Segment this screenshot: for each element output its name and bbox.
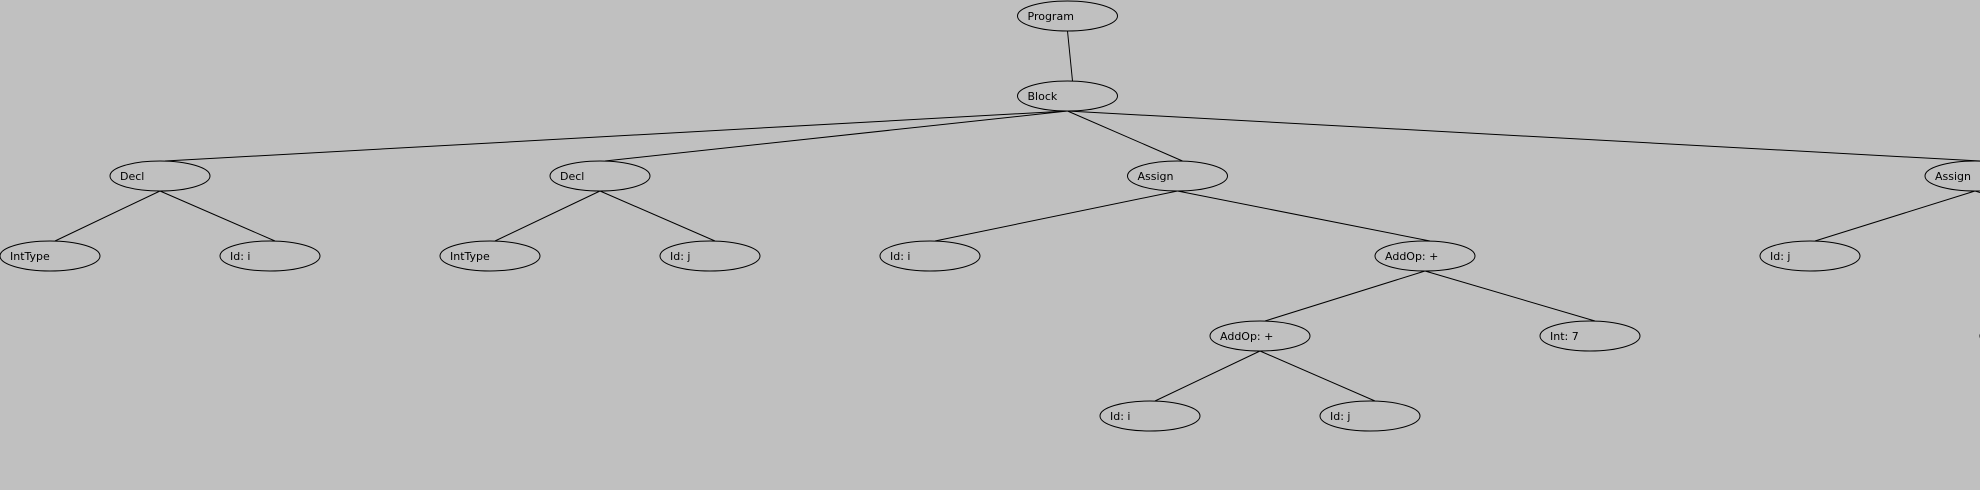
tree-node-ellipse: [1759, 240, 1861, 272]
tree-node[interactable]: Assign: [1924, 160, 1980, 192]
tree-node-label: Id: i: [890, 250, 911, 263]
tree-node-ellipse: [1127, 160, 1228, 192]
tree-node-ellipse: [1017, 80, 1118, 112]
tree-edge-n14-n19: [1259, 350, 1376, 402]
tree-edge-n1-n2: [164, 110, 1068, 162]
tree-node[interactable]: Id: i: [219, 240, 321, 272]
tree-node[interactable]: IntType: [439, 240, 541, 272]
tree-node[interactable]: Decl: [549, 160, 651, 192]
tree-edge-n4-n11: [1177, 190, 1431, 242]
tree-node-label: Id: j: [670, 250, 691, 263]
tree-node-label: Id: i: [1110, 410, 1131, 423]
tree-edges: [54, 30, 1980, 402]
tree-node-ellipse: [1099, 400, 1201, 432]
tree-node[interactable]: Int: 7: [1539, 320, 1641, 352]
tree-edge-n5-n13: [1974, 190, 1980, 193]
tree-node-label: Assign: [1935, 170, 1971, 183]
tree-edge-n1-n5: [1067, 110, 1980, 162]
tree-node-ellipse: [439, 240, 541, 272]
tree-edge-n11-n15: [1424, 270, 1596, 322]
tree-node-label: Decl: [120, 170, 144, 183]
tree-node[interactable]: AddOp: +: [1374, 240, 1476, 272]
tree-node-ellipse: [1209, 320, 1311, 352]
tree-node[interactable]: Block: [1017, 80, 1118, 112]
tree-node-ellipse: [549, 160, 651, 192]
tree-node-ellipse: [219, 240, 321, 272]
tree-edge-n3-n9: [599, 190, 716, 242]
tree-node[interactable]: Assign: [1127, 160, 1228, 192]
tree-node-ellipse: [1374, 240, 1476, 272]
tree-node-label: Program: [1028, 10, 1074, 23]
tree-node-label: IntType: [450, 250, 490, 263]
tree-node-ellipse: [879, 240, 981, 272]
tree-node-label: Int: 7: [1550, 330, 1579, 343]
tree-node-ellipse: [109, 160, 211, 192]
tree-node-ellipse: [0, 240, 101, 272]
tree-node-label: Id: j: [1330, 410, 1351, 423]
tree-node[interactable]: Id: i: [879, 240, 981, 272]
tree-node-ellipse: [659, 240, 761, 272]
tree-edge-n1-n3: [604, 110, 1068, 162]
tree-node-label: AddOp: +: [1385, 250, 1438, 263]
tree-node-label: IntType: [10, 250, 50, 263]
tree-node[interactable]: Program: [1017, 0, 1118, 32]
tree-node-ellipse: [1319, 400, 1421, 432]
tree-edge-n14-n18: [1154, 350, 1261, 402]
tree-edge-n0-n1: [1067, 30, 1073, 82]
tree-node-label: Decl: [560, 170, 584, 183]
tree-node[interactable]: Id: j: [659, 240, 761, 272]
tree-node-ellipse: [1924, 160, 1980, 192]
tree-node[interactable]: Decl: [109, 160, 211, 192]
tree-node[interactable]: Id: i: [1099, 400, 1201, 432]
tree-edge-n4-n10: [934, 190, 1178, 242]
tree-node[interactable]: Id: j: [1319, 400, 1421, 432]
tree-node-label: AddOp: +: [1220, 330, 1273, 343]
tree-edge-n2-n7: [159, 190, 276, 242]
tree-edge-n3-n8: [494, 190, 601, 242]
tree-edge-n1-n4: [1067, 110, 1183, 162]
tree-node-ellipse: [1539, 320, 1641, 352]
tree-node-ellipse: [1017, 0, 1118, 32]
tree-node-label: Block: [1028, 90, 1058, 103]
tree-node-label: Assign: [1138, 170, 1174, 183]
tree-node-label: Id: i: [230, 250, 251, 263]
tree-edge-n2-n6: [54, 190, 161, 242]
tree-node[interactable]: IntType: [0, 240, 101, 272]
tree-node[interactable]: AddOp: +: [1209, 320, 1311, 352]
tree-edge-n11-n14: [1264, 270, 1426, 322]
tree-node-label: Id: j: [1770, 250, 1791, 263]
tree-node[interactable]: Id: j: [1759, 240, 1861, 272]
tree-edge-n5-n12: [1814, 190, 1976, 242]
